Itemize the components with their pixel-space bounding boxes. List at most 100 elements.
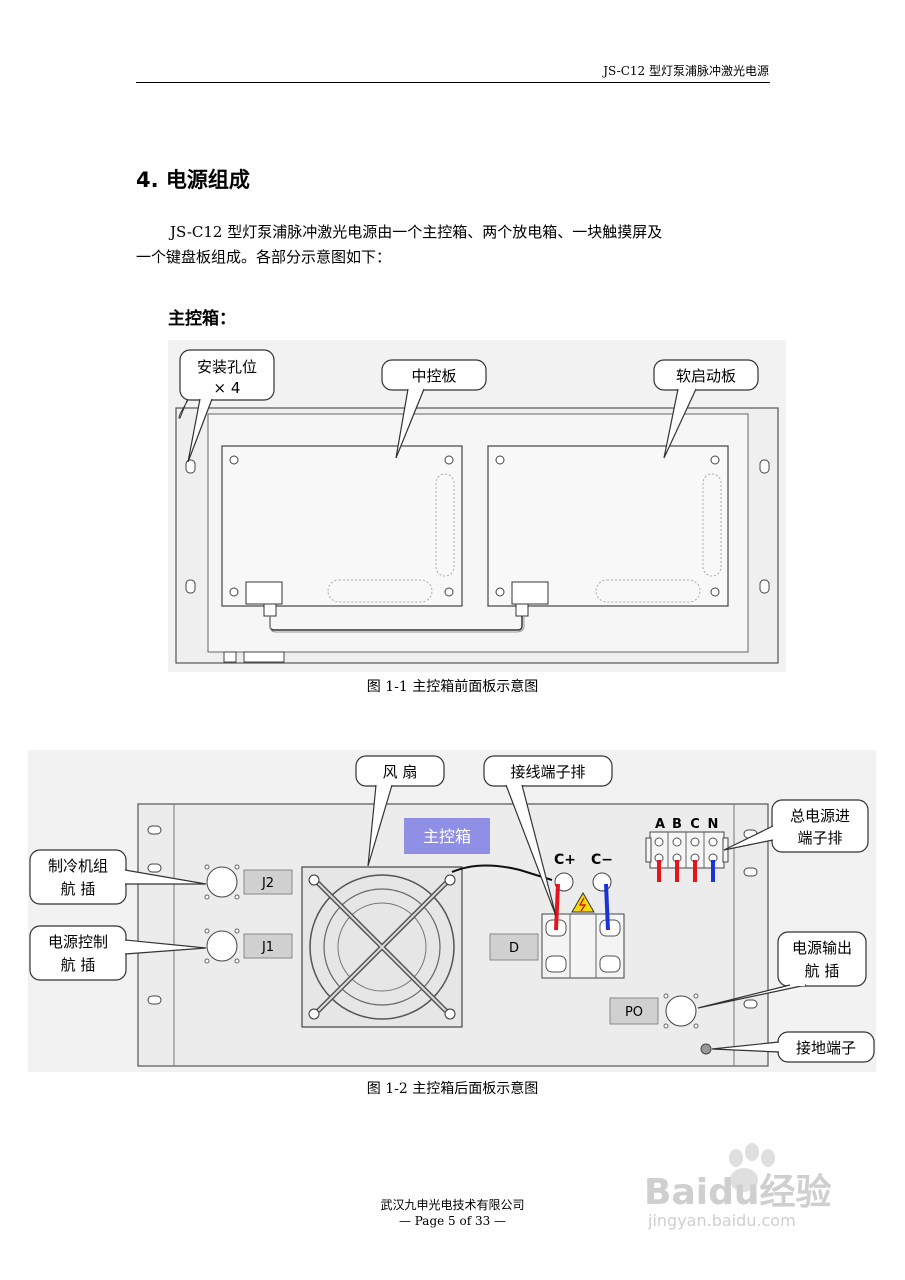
callout-mounting-line-2: × 4 [214, 379, 241, 397]
callout-output-line-1: 电源输出 [792, 939, 852, 957]
callout-pointer [124, 939, 207, 955]
callout-middle-board-label: 中控板 [411, 367, 456, 385]
callout-control-line-2: 航 插 [61, 956, 96, 974]
callout-output-line-2: 航 插 [805, 962, 840, 980]
cplus-label: C+ [554, 852, 576, 868]
po-label: PO [625, 1005, 643, 1020]
mounting-hole [759, 579, 770, 594]
mounting-hole [147, 825, 162, 835]
output-connector [665, 995, 697, 1027]
callout-mains-line-2: 端子排 [797, 829, 842, 847]
callout-pointer [663, 388, 697, 459]
j1-label-plate [243, 933, 293, 959]
board-connector-outline [327, 579, 433, 603]
callout-middle-board [381, 359, 487, 391]
screw-icon [308, 1008, 320, 1020]
mounting-hole [743, 999, 758, 1009]
header-title: JS-C12 型灯泵浦脉冲激光电源 [603, 64, 769, 78]
screw-icon [444, 1008, 456, 1020]
callout-mounting-line-1: 安装孔位 [197, 358, 257, 376]
section-title: 4. 电源组成 [136, 168, 250, 192]
cooling-connector [206, 866, 238, 898]
paw-icon [729, 1143, 775, 1192]
mounting-hole [147, 863, 162, 873]
callout-pointer [697, 984, 807, 1009]
mounting-hole [759, 459, 770, 474]
callout-terminal-strip-label: 接线端子排 [510, 763, 585, 781]
screw-icon [229, 455, 239, 465]
callout-pointer [187, 398, 213, 463]
screw-icon [710, 455, 720, 465]
header-rule [136, 82, 770, 83]
callout-mains-line-1: 总电源进 [790, 807, 850, 825]
paragraph-line-2: 一个键盘板组成。各部分示意图如下： [136, 248, 392, 266]
j2-label-plate [243, 869, 293, 895]
callout-fan-label: 风 扇 [383, 763, 418, 781]
terminal-clamp [599, 955, 621, 973]
figure-rear-panel: 主控箱 J2 J1 D C+ C− A B C N [28, 750, 876, 1072]
footer-page-number: — Page 5 of 33 — [398, 1214, 507, 1228]
subheading-main-box: 主控箱： [168, 309, 236, 329]
watermark-brand: Baidu经验 [644, 1172, 831, 1213]
d-label: D [509, 941, 519, 956]
phase-c-label: C [690, 817, 700, 832]
board-cable [269, 616, 525, 633]
intro-paragraph: JS-C12 型灯泵浦脉冲激光电源由一个主控箱、两个放电箱、一块触摸屏及 一个键… [136, 220, 776, 270]
screw-icon [308, 874, 320, 886]
panel-foot [243, 651, 285, 663]
mounting-hole [185, 579, 196, 594]
footer-company: 武汉九申光电技术有限公司 [380, 1198, 525, 1212]
callout-pointer [711, 1041, 780, 1053]
board-connector-outline [595, 579, 701, 603]
j1-label: J1 [261, 940, 274, 955]
mounting-hole [743, 867, 758, 877]
phase-b-label: B [672, 817, 682, 832]
cminus-terminal [592, 872, 612, 892]
fan-guard-ring [323, 888, 441, 1006]
screw-icon [495, 455, 505, 465]
callout-soft-start-label: 软启动板 [676, 367, 736, 385]
callout-output [777, 931, 867, 987]
callout-terminal-strip [483, 755, 613, 787]
screw-icon [444, 874, 456, 886]
fan-guard-ring [337, 902, 427, 992]
cminus-label: C− [591, 852, 613, 868]
board-connector-outline [702, 473, 722, 577]
callout-control-line-1: 电源控制 [48, 933, 108, 951]
red-wire [554, 883, 560, 931]
d-label-plate [489, 933, 539, 961]
ground-terminal [700, 1043, 712, 1055]
middle-control-board [221, 445, 463, 607]
callout-mounting-holes [179, 349, 275, 401]
screw-icon [444, 587, 454, 597]
callout-fan [355, 755, 445, 787]
figure-front-panel: 安装孔位 × 4 中控板 软启动板 [168, 340, 786, 672]
board-socket [511, 581, 549, 605]
board-connector-outline [435, 473, 455, 577]
callout-pointer [124, 869, 207, 885]
watermark-url: jingyan.baidu.com [647, 1211, 796, 1230]
callout-pointer [367, 784, 393, 867]
callout-pointer [395, 388, 425, 459]
soft-start-board [487, 445, 729, 607]
phase-a-label: A [655, 817, 665, 832]
terminal-clamp [599, 919, 621, 937]
baidu-watermark: Baidu经验 jingyan.baidu.com [644, 1143, 831, 1230]
screw-icon [710, 587, 720, 597]
mounting-hole [185, 459, 196, 474]
fan-wire [451, 864, 553, 881]
callout-ground-label: 接地端子 [796, 1039, 856, 1057]
callout-cooling-line-2: 航 插 [61, 880, 96, 898]
paragraph-line-1: JS-C12 型灯泵浦脉冲激光电源由一个主控箱、两个放电箱、一块触摸屏及 [170, 223, 663, 241]
figure2-caption: 图 1-2 主控箱后面板示意图 [366, 1081, 539, 1097]
screw-icon [229, 587, 239, 597]
callout-soft-start [653, 359, 759, 391]
screw-icon [444, 455, 454, 465]
po-label-plate [609, 997, 659, 1025]
j2-label: J2 [261, 876, 274, 891]
high-voltage-warning-icon [571, 892, 595, 913]
blue-wire [604, 883, 610, 931]
figure1-caption: 图 1-1 主控箱前面板示意图 [366, 679, 539, 695]
terminal-clamp [545, 955, 567, 973]
control-connector [206, 930, 238, 962]
